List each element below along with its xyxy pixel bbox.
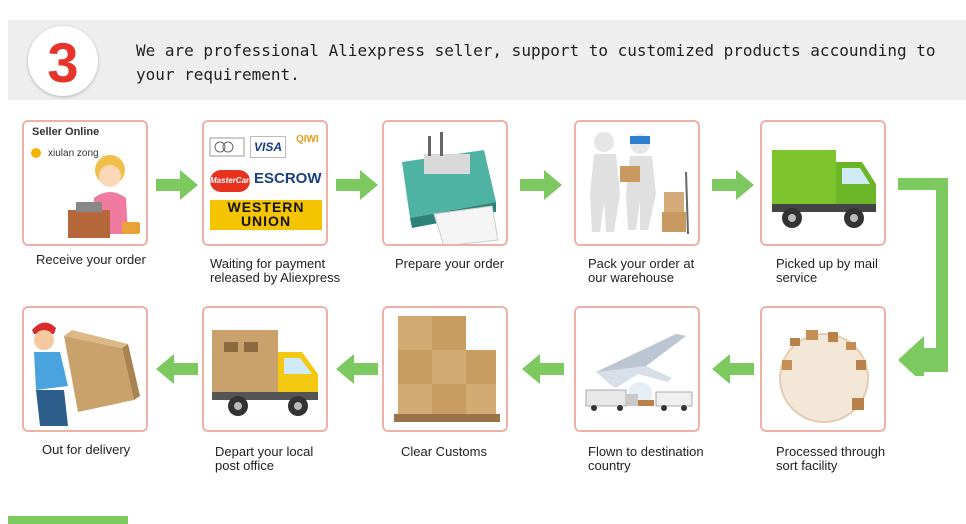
payment-methods-icon: [209, 137, 245, 157]
step-label-8: Clear Customs: [401, 444, 487, 459]
arrow-right-icon: [520, 170, 562, 200]
step-label-3: Prepare your order: [395, 256, 505, 271]
escrow-logo: ESCROW: [254, 170, 322, 187]
step-card-sort-facility: [760, 306, 886, 432]
postal-truck-icon: [212, 330, 318, 416]
arrow-left-icon: [712, 354, 754, 384]
step-label-10: Out for delivery: [42, 442, 131, 457]
qiwi-logo: QIWI: [296, 134, 319, 145]
step-label-9: Depart your local post office: [215, 444, 314, 473]
step-card-pack: [574, 120, 700, 246]
seller-name: xiulan zong: [48, 148, 99, 159]
mastercard-logo: MasterCard: [210, 170, 254, 192]
arrow-turn-down-icon: [898, 178, 948, 376]
arrow-left-icon: [156, 354, 198, 384]
step-label-5: Picked up by mail service: [776, 256, 878, 285]
step-card-flown: [574, 306, 700, 432]
western-union-line1: WESTERN: [227, 199, 305, 215]
step-label-4: Pack your order at our warehouse: [588, 256, 695, 285]
header-banner: 3 We are professional Aliexpress seller,…: [8, 20, 966, 100]
arrow-right-icon: [712, 170, 754, 200]
western-union-logo: WESTERN UNION: [210, 200, 322, 230]
step-card-receive-order: Seller Online xiulan zong: [22, 120, 148, 246]
label-printer-icon: [402, 132, 499, 244]
footer-accent-bar: [8, 516, 128, 524]
arrow-right-icon: [336, 170, 378, 200]
western-union-line2: UNION: [240, 213, 292, 229]
arrow-left-icon: [522, 354, 564, 384]
step-card-post-office: [202, 306, 328, 432]
step-label-6: Processed through sort facility: [776, 444, 886, 473]
arrow-left-icon: [336, 354, 378, 384]
visa-logo: VISA: [250, 136, 286, 158]
step-card-picked-up: [760, 120, 886, 246]
step-number: 3: [47, 31, 79, 94]
step-label-1: Receive your order: [36, 252, 146, 267]
globe-parcels-icon: [779, 330, 869, 423]
seller-online-title: Seller Online: [32, 126, 100, 138]
step-label-7: Flown to destination country: [588, 444, 704, 473]
arrow-right-icon: [156, 170, 198, 200]
step-card-payment: VISA QIWI MasterCard ESCROW WESTERN UNIO…: [202, 120, 328, 246]
step-card-out-for-delivery: [22, 306, 148, 432]
airplane-cargo-icon: [585, 334, 693, 411]
warehouse-workers-icon: [590, 132, 689, 235]
step-label-2: Waiting for payment released by Aliexpre…: [210, 256, 341, 285]
step-card-customs: [382, 306, 508, 432]
customer-service-icon: [31, 148, 140, 238]
step-number-badge: 3: [28, 26, 98, 96]
header-text: We are professional Aliexpress seller, s…: [136, 41, 936, 84]
step-card-prepare: [382, 120, 508, 246]
courier-icon: [32, 322, 140, 426]
delivery-truck-icon: [772, 150, 876, 228]
stacked-boxes-icon: [394, 316, 500, 422]
